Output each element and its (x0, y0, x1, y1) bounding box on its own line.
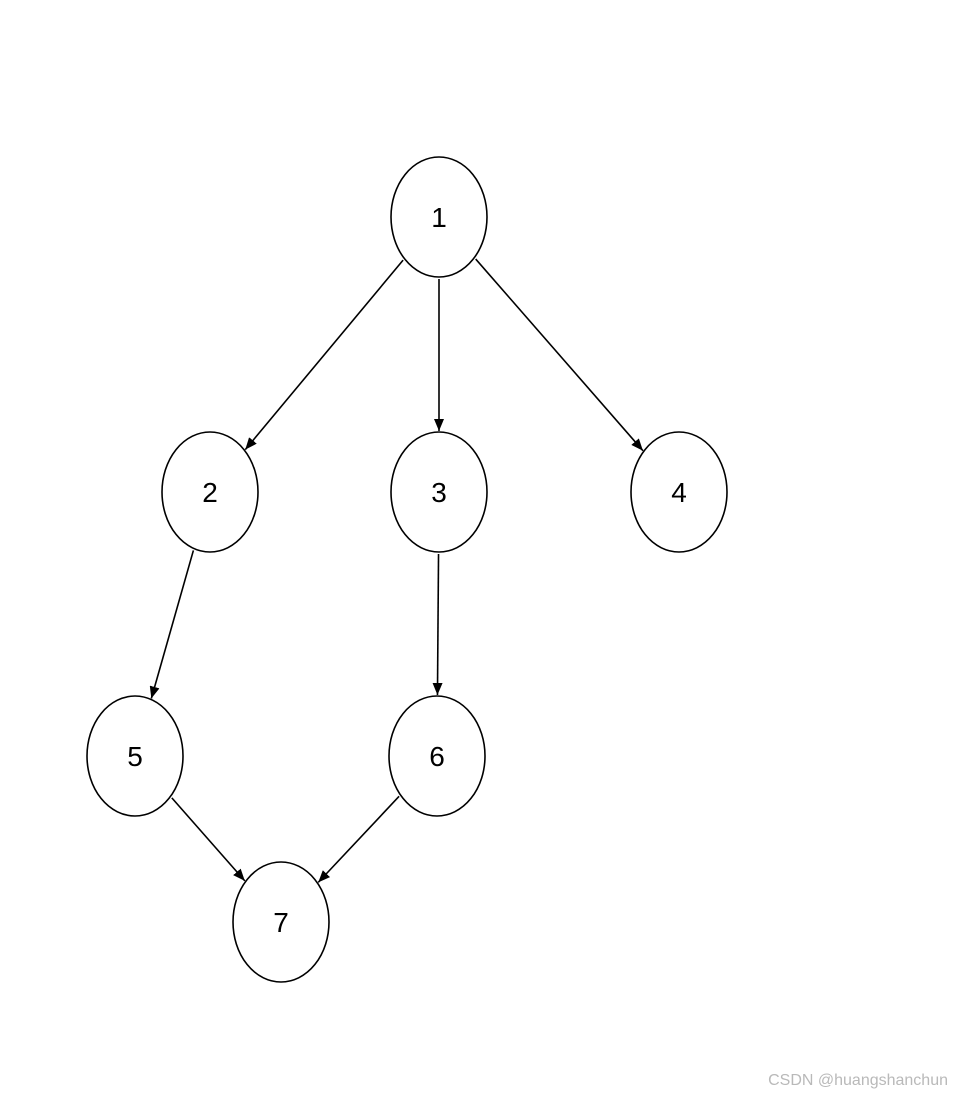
node-ellipse (390, 431, 488, 553)
node-ellipse (232, 861, 330, 983)
node-label: 2 (202, 477, 218, 508)
node-4: 4 (630, 431, 728, 553)
node-3: 3 (390, 431, 488, 553)
node-6: 6 (388, 695, 486, 817)
node-label: 3 (431, 477, 447, 508)
node-ellipse (161, 431, 259, 553)
node-label: 6 (429, 741, 445, 772)
edge-2-to-5 (149, 550, 195, 699)
node-ellipse (388, 695, 486, 817)
node-2: 2 (161, 431, 259, 553)
edge-1-to-2 (244, 259, 404, 451)
node-ellipse (630, 431, 728, 553)
node-label: 4 (671, 477, 687, 508)
watermark-text: CSDN @huangshanchun (768, 1072, 948, 1089)
node-label: 5 (127, 741, 143, 772)
nodes: 1 2 3 4 5 6 7 (86, 156, 728, 983)
node-5: 5 (86, 695, 184, 817)
edges (149, 258, 644, 883)
edge-1-to-4 (475, 258, 644, 452)
node-1: 1 (390, 156, 488, 278)
node-label: 7 (273, 907, 289, 938)
edge-6-to-7 (317, 795, 400, 883)
node-ellipse (86, 695, 184, 817)
node-7: 7 (232, 861, 330, 983)
node-ellipse (390, 156, 488, 278)
edge-3-to-6 (432, 553, 443, 696)
edge-5-to-7 (171, 797, 246, 882)
node-label: 1 (431, 202, 447, 233)
